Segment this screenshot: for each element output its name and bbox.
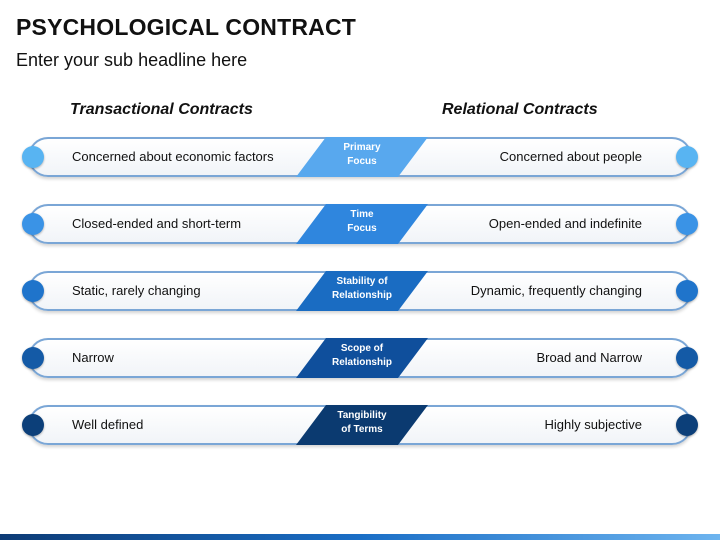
column-heading-transactional: Transactional Contracts: [70, 101, 253, 118]
row-cap-right: [676, 146, 698, 168]
dimension-shape: [296, 137, 428, 177]
comparison-row: Closed-ended and short-term Open-ended an…: [22, 204, 698, 244]
transactional-value: Static, rarely changing: [72, 283, 201, 298]
dimension-text-line1: Scope of: [340, 343, 384, 354]
row-cap-left: [22, 414, 44, 436]
dimension-text: Scope of Relationship: [296, 342, 428, 370]
dimension-text-line1: Stability of: [336, 276, 388, 287]
dimension-text-line2: Relationship: [331, 290, 392, 301]
row-cap-right: [676, 213, 698, 235]
relational-value: Concerned about people: [499, 149, 642, 164]
row-cap-left: [22, 280, 44, 302]
dimension-text-line1: Time: [350, 209, 374, 220]
comparison-row: Well defined Highly subjective Tangibility…: [22, 405, 698, 445]
dimension-parallelogram: [296, 204, 428, 244]
dimension-label: Stability of Relationship: [296, 271, 428, 311]
relational-value: Highly subjective: [544, 417, 642, 432]
dimension-text-line1: Primary: [343, 142, 381, 153]
dimension-text-line2: Relationship: [331, 357, 392, 368]
relational-value: Dynamic, frequently changing: [470, 283, 642, 298]
row-cap-left: [22, 213, 44, 235]
comparison-row: Concerned about economic factors Concerne…: [22, 137, 698, 177]
relational-value: Open-ended and indefinite: [488, 216, 642, 231]
dimension-shape: [296, 204, 428, 244]
dimension-text: Stability of Relationship: [296, 275, 428, 303]
row-cap-right: [676, 280, 698, 302]
dimension-parallelogram: [296, 137, 428, 177]
dimension-shape: [296, 405, 428, 445]
relational-value: Broad and Narrow: [536, 350, 643, 365]
comparison-row: Static, rarely changing Dynamic, frequent…: [22, 271, 698, 311]
row-cap-right: [676, 347, 698, 369]
row-cap-left: [22, 347, 44, 369]
row-cap-left: [22, 146, 44, 168]
transactional-value: Closed-ended and short-term: [72, 216, 242, 231]
footer-gradient-bar: [0, 534, 720, 540]
row-cap-right: [676, 414, 698, 436]
dimension-text-line2: Focus: [347, 156, 377, 167]
dimension-parallelogram: [296, 271, 428, 311]
transactional-value: Concerned about economic factors: [72, 149, 274, 164]
dimension-text-line1: Tangibility: [337, 410, 387, 421]
slide-subtitle: Enter your sub headline here: [16, 50, 248, 70]
comparison-row: Narrow Broad and Narrow Scope of Relationsh…: [22, 338, 698, 378]
dimension-text-line2: Focus: [347, 223, 377, 234]
dimension-shape: [296, 271, 428, 311]
dimension-shape: [296, 338, 428, 378]
dimension-label: Scope of Relationship: [296, 338, 428, 378]
column-heading-relational: Relational Contracts: [442, 101, 598, 118]
transactional-value: Well defined: [72, 417, 144, 432]
slide-title: PSYCHOLOGICAL CONTRACT: [16, 14, 357, 40]
dimension-parallelogram: [296, 338, 428, 378]
dimension-label: Tangibility of Terms: [296, 405, 428, 445]
dimension-text-line2: of Terms: [341, 424, 383, 435]
dimension-text: Tangibility of Terms: [296, 409, 428, 437]
dimension-parallelogram: [296, 405, 428, 445]
transactional-value: Narrow: [72, 350, 114, 365]
